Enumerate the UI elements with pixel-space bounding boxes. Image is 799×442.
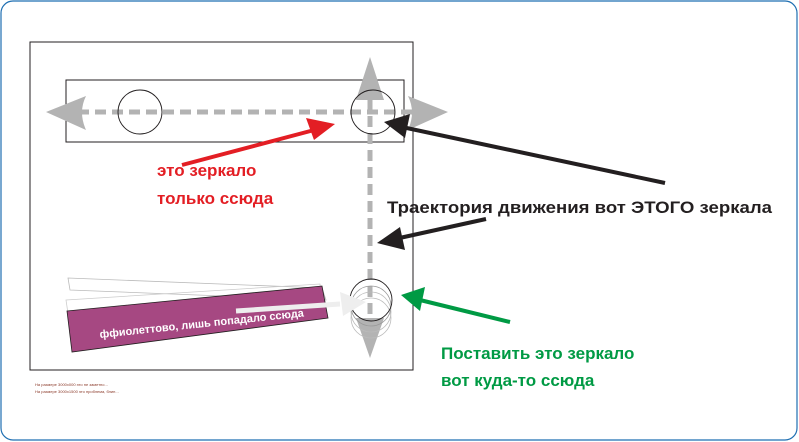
green-arrow-icon: [401, 287, 425, 311]
red-pointer: [181, 127, 319, 167]
black-arrow-icon-2: [377, 227, 405, 250]
black-arrow-icon: [384, 114, 410, 138]
green-label-line2: вот куда-то ссюда: [441, 371, 595, 390]
light-beam: [235, 301, 341, 314]
arrow-up-icon: [356, 57, 384, 100]
mirror-moving: [350, 89, 396, 135]
green-pointer: [419, 298, 511, 324]
note-line1: На размере 3000x000 это не заметно...: [35, 382, 108, 387]
black-pointer-1: [401, 125, 666, 185]
red-label-line1: это зеркало: [157, 161, 256, 180]
trajectory-label: Траектория движения вот ЭТОГО зеркала: [387, 198, 773, 217]
arrow-right-icon: [408, 96, 448, 130]
mirror-left: [117, 89, 163, 135]
frame-box: [29, 41, 414, 371]
light-arrow-icon: [340, 292, 366, 316]
note-line2: На размере 3000x1500 это проблема, блин.…: [35, 389, 119, 394]
arrow-left-icon: [46, 96, 86, 130]
purple-band: ффиолеттово, лишь попадало ссюда: [65, 277, 329, 353]
red-label-line2: только ссюда: [157, 189, 274, 208]
green-label-line1: Поставить это зеркало: [441, 344, 634, 363]
red-arrow-icon: [306, 118, 335, 140]
black-pointer-2: [394, 217, 487, 241]
